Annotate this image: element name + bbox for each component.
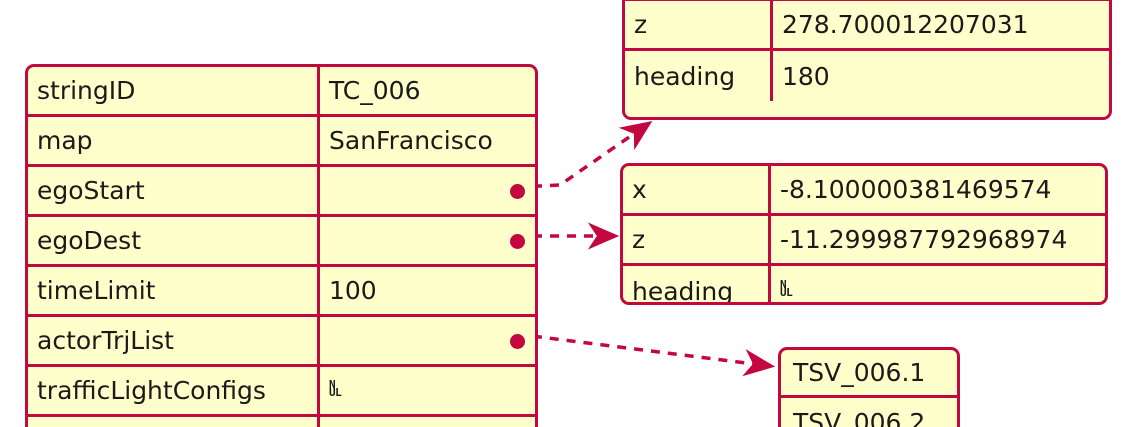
null-value-glyph: N UL	[329, 377, 342, 399]
row-key-map: map	[28, 117, 320, 164]
row-key-trafficlightconfigs: trafficLightConfigs	[28, 367, 320, 414]
link-anchor-dot-actortrjlist[interactable]	[510, 333, 525, 349]
table-row: timeLimit 100	[28, 267, 535, 317]
table-row: stringID TC_006	[28, 67, 535, 117]
connector-actortrjlist	[515, 332, 776, 377]
ego-destination-pose-box: x -8.100000381469574 z -11.2999877929689…	[620, 163, 1108, 305]
table-row: heading N UL	[623, 266, 1105, 302]
row-key-egostart: egoStart	[28, 167, 320, 214]
row-value-dest-x: -8.100000381469574	[780, 175, 1052, 204]
trajectory-id-2: TSV_006.2	[793, 407, 926, 427]
table-row: x -8.100000381469574	[625, 0, 1109, 1]
row-value-egostart	[320, 167, 535, 214]
row-value-dest-z: -11.299987792968974	[780, 225, 1068, 254]
row-value-actortrjlist	[320, 317, 535, 364]
link-anchor-dot-egostart[interactable]	[510, 183, 525, 199]
row-key-stringid: stringID	[28, 67, 320, 114]
table-row: egoStart	[28, 167, 535, 217]
row-key-egodest: egoDest	[28, 217, 320, 264]
table-row: egoDest	[28, 217, 535, 267]
row-key-start-heading: heading	[625, 51, 773, 101]
trajectory-id-1: TSV_006.1	[793, 358, 926, 387]
row-key-actortrjlist: actorTrjList	[28, 317, 320, 364]
row-key-dest-x: x	[623, 166, 771, 213]
row-key-timelimit: timeLimit	[28, 267, 320, 314]
row-value-egodest	[320, 217, 535, 264]
table-row: N UL	[28, 417, 535, 427]
row-value-map: SanFrancisco	[329, 126, 493, 155]
table-row: trafficLightConfigs N UL	[28, 367, 535, 417]
row-value-stringid: TC_006	[329, 76, 421, 105]
row-value-dest-heading: N UL	[771, 266, 1105, 302]
test-case-attributes-box: stringID TC_006 map SanFrancisco egoStar…	[25, 64, 538, 427]
table-row: z -11.299987792968974	[623, 216, 1105, 266]
list-item: TSV_006.1	[781, 350, 957, 398]
table-row: actorTrjList	[28, 317, 535, 367]
row-value-start-heading: 180	[782, 61, 830, 91]
actor-trajectory-list-box: TSV_006.1 TSV_006.2	[778, 347, 960, 427]
table-row: heading 180	[625, 51, 1109, 101]
table-row: x -8.100000381469574	[623, 166, 1105, 216]
row-value-truncated: N UL	[320, 417, 535, 427]
null-value-glyph: N UL	[780, 278, 793, 299]
row-key-dest-z: z	[623, 216, 771, 263]
row-value-timelimit: 100	[329, 276, 377, 305]
table-row: map SanFrancisco	[28, 117, 535, 167]
row-key-dest-heading: heading	[623, 266, 771, 302]
table-row: z 278.700012207031	[625, 1, 1109, 51]
list-item: TSV_006.2	[781, 398, 957, 427]
ego-start-pose-box: x -8.100000381469574 z 278.700012207031 …	[622, 0, 1112, 120]
row-value-trafficlightconfigs: N UL	[320, 367, 535, 414]
row-key-truncated	[28, 417, 320, 427]
row-value-start-z: 278.700012207031	[782, 10, 1029, 39]
row-key-start-z: z	[625, 1, 773, 48]
link-anchor-dot-egodest[interactable]	[510, 233, 525, 249]
